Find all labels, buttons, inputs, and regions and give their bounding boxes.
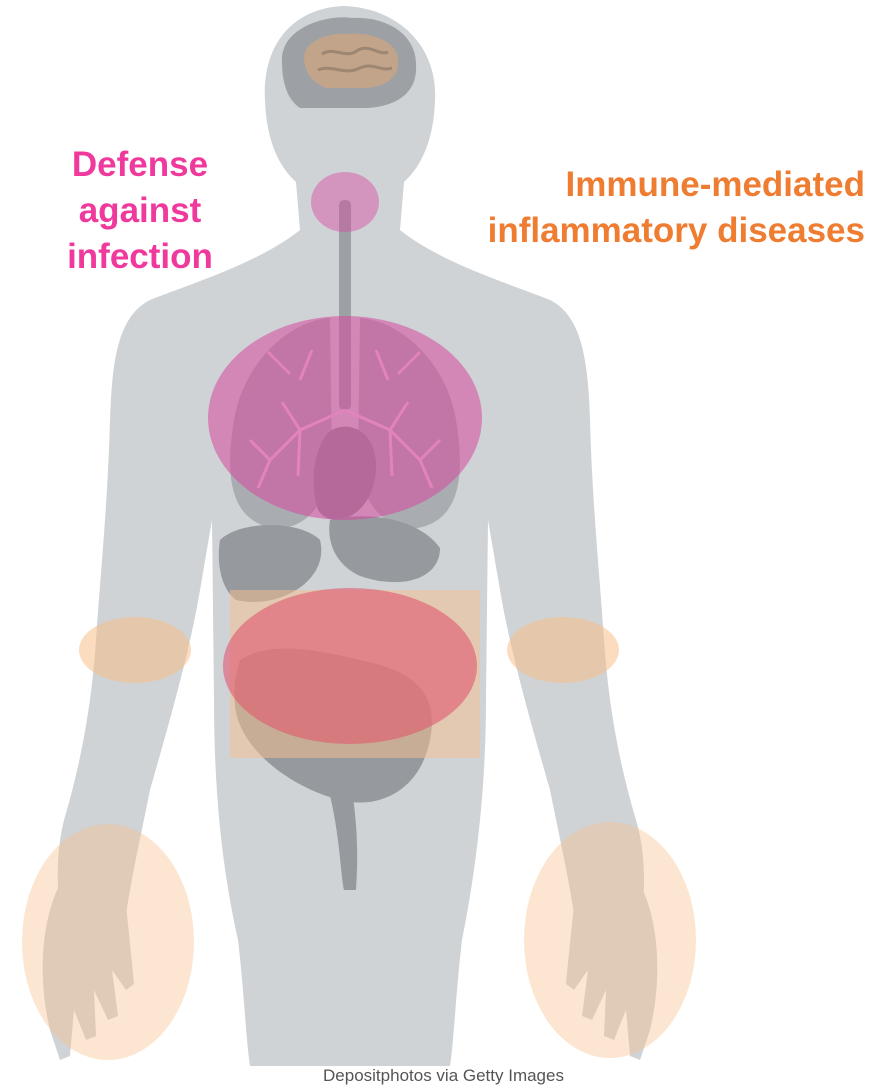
brain [282,17,416,108]
imd-line-1: Immune-mediated [566,165,866,204]
left-elbow-highlight [79,617,191,683]
defense-line-1: Defense [72,145,208,184]
imd-line-2: inflammatory diseases [488,211,865,250]
image-credit: Depositphotos via Getty Images [0,1066,887,1086]
throat-highlight [311,172,379,232]
lungs-highlight [208,316,482,520]
defense-line-3: infection [67,237,213,276]
right-hand-highlight [524,822,696,1058]
defense-against-infection-label: Defense against infection [40,142,240,280]
left-hand-highlight [22,824,194,1060]
defense-line-2: against [79,191,202,230]
immune-mediated-label: Immune-mediated inflammatory diseases [440,162,865,254]
right-elbow-highlight [507,617,619,683]
gut-defense-highlight [223,588,477,744]
